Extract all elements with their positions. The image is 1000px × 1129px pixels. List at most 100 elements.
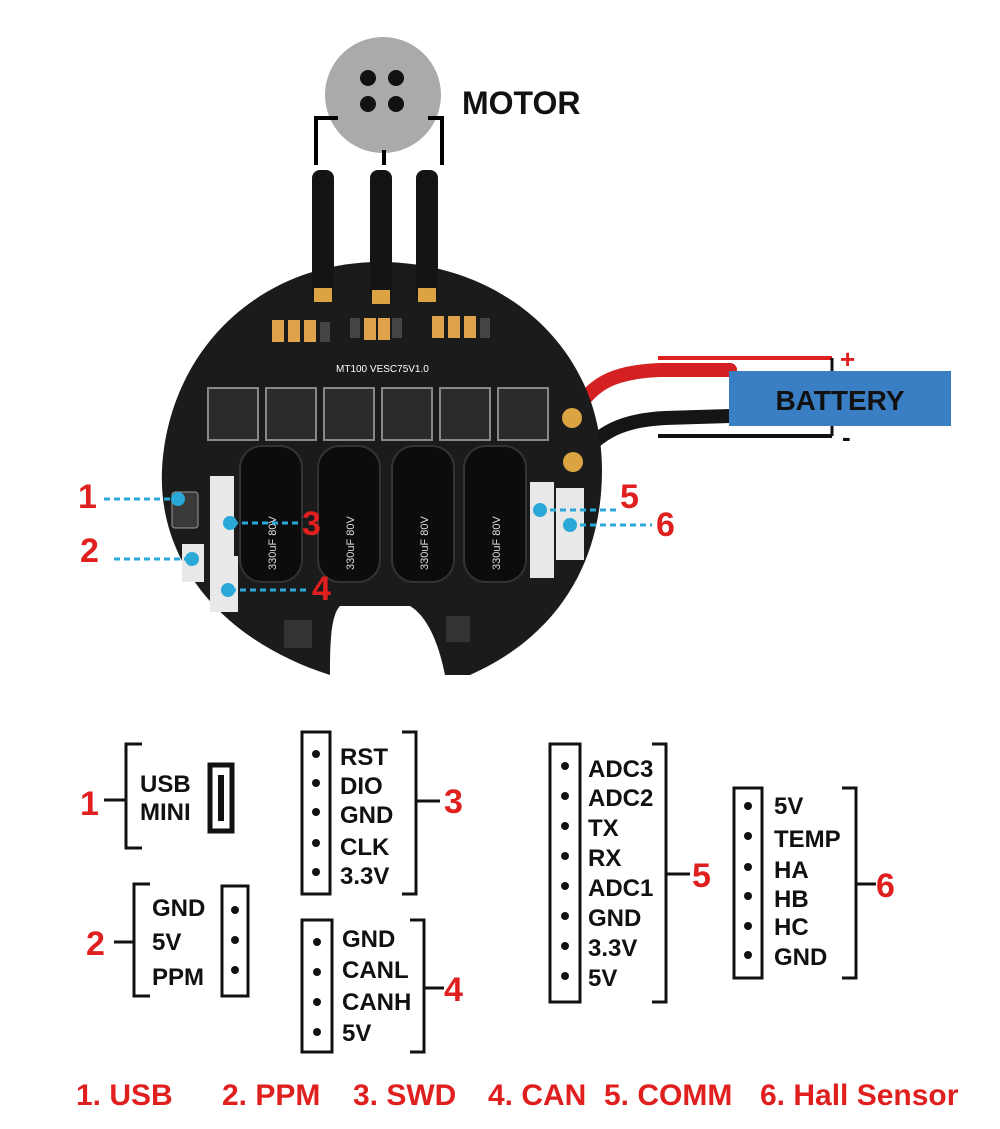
pin-label: TEMP [774, 826, 841, 853]
legend: 1. USB 2. PPM 3. SWD 4. CAN 5. COMM 6. H… [76, 1079, 959, 1112]
pin-dot [744, 863, 752, 871]
solder-pad [418, 288, 436, 302]
pin-dot [561, 972, 569, 980]
pin-label: 5V [588, 965, 617, 992]
callout-dots [171, 492, 577, 597]
battery-box [729, 371, 951, 426]
pin-label: HB [774, 886, 809, 913]
connector-outline [300, 730, 332, 896]
callout-number: 3 [302, 505, 321, 543]
battery-group: + - BATTERY [658, 344, 951, 452]
motor-wire-bracket [314, 116, 338, 165]
connector-outline [300, 918, 334, 1054]
callout-number: 4 [312, 570, 331, 608]
pin-label: 3.3V [340, 863, 389, 890]
pin-label: 3.3V [588, 935, 637, 962]
pin-label: GND [152, 895, 205, 922]
usb-mini-icon [207, 762, 235, 834]
pin-label: GND [774, 944, 827, 971]
pin-dot [313, 968, 321, 976]
pin-dot [744, 892, 752, 900]
connector-outline [220, 884, 250, 998]
pin-dot [312, 839, 320, 847]
pin-label: RX [588, 845, 621, 872]
connector-number: 2 [86, 925, 105, 963]
pin-label: PPM [152, 964, 204, 991]
battery-plus-sign: + [840, 344, 855, 374]
pin-dot [313, 998, 321, 1006]
motor-terminal [360, 70, 376, 86]
pin-dot [561, 942, 569, 950]
connector-number: 6 [876, 867, 895, 905]
pin-label: CANH [342, 989, 411, 1016]
pin-dot [313, 1028, 321, 1036]
motor-terminal [360, 96, 376, 112]
pin-label: 5V [774, 793, 803, 820]
mosfet-row [207, 387, 549, 441]
connector-number: 1 [80, 785, 99, 823]
connector-number: 4 [444, 971, 463, 1009]
pin-label: GND [588, 905, 641, 932]
board-can-connector [210, 556, 238, 612]
pin-dot [561, 822, 569, 830]
callout-number: 1 [78, 478, 97, 516]
motor-wire-bracket [428, 116, 444, 165]
pin-label: ADC3 [588, 756, 653, 783]
capacitor-marking: 330uF 80V [267, 516, 279, 570]
legend-item: 4. CAN [488, 1079, 586, 1112]
usb-mini-icon-inner [218, 775, 224, 821]
pin-label: 5V [152, 929, 181, 956]
motor-phase-wire [370, 170, 392, 302]
connector-bracket [842, 786, 858, 980]
pin-label: HA [774, 857, 809, 884]
pin-dot [561, 852, 569, 860]
pin-label: HC [774, 914, 809, 941]
connector-number: 5 [692, 857, 711, 895]
pin-dot [312, 750, 320, 758]
pin-dot [561, 762, 569, 770]
motor-icon [325, 37, 441, 153]
pin-dot [561, 912, 569, 920]
solder-pad [372, 290, 390, 304]
pin-label: RST [340, 744, 388, 771]
connector-bracket [652, 742, 668, 1004]
legend-item: 1. USB [76, 1079, 173, 1112]
capacitor-marking: 330uF 80V [345, 516, 357, 570]
connector-bracket [410, 918, 426, 1054]
capacitor-marking: 330uF 80V [419, 516, 431, 570]
board-comm-connector [530, 482, 554, 578]
board-callouts [104, 497, 652, 592]
connector-1-usb: 1 USB MINI [80, 742, 235, 850]
callout-number: 2 [80, 532, 99, 570]
inductor [284, 620, 312, 648]
battery-minus-sign: - [842, 422, 851, 452]
legend-item: 6. Hall Sensor [760, 1079, 959, 1112]
pin-dot [313, 938, 321, 946]
board-silkscreen: MT100 VESC75V1.0 [336, 364, 429, 375]
legend-item: 3. SWD [353, 1079, 456, 1112]
controller-board: MT100 VESC75V1.0 330uF 80V 330uF 80V 330… [161, 170, 602, 675]
legend-item: 2. PPM [222, 1079, 320, 1112]
pin-label: 5V [342, 1020, 371, 1047]
pin-label: CLK [340, 834, 390, 861]
connector-2-ppm: 2 GND 5V PPM [86, 882, 250, 998]
pin-label: GND [340, 802, 393, 829]
battery-solder-pad [562, 408, 582, 428]
pin-dot [312, 808, 320, 816]
usb-label-line1: USB [140, 771, 191, 798]
callout-number: 6 [656, 506, 675, 544]
connector-outline [732, 786, 764, 980]
pin-dot [231, 966, 239, 974]
pin-dot [561, 882, 569, 890]
motor-phase-wire [312, 170, 334, 300]
pin-label: TX [588, 815, 619, 842]
solder-pad [314, 288, 332, 302]
legend-item: 5. COMM [604, 1079, 732, 1112]
motor-terminal [388, 70, 404, 86]
connector-bracket [124, 742, 142, 850]
connector-6-hall: 5V TEMP HA HB HC GND 6 [732, 786, 895, 980]
pin-label: ADC1 [588, 875, 653, 902]
pin-dot [744, 802, 752, 810]
connector-4-can: GND CANL CANH 5V 4 [300, 918, 463, 1054]
